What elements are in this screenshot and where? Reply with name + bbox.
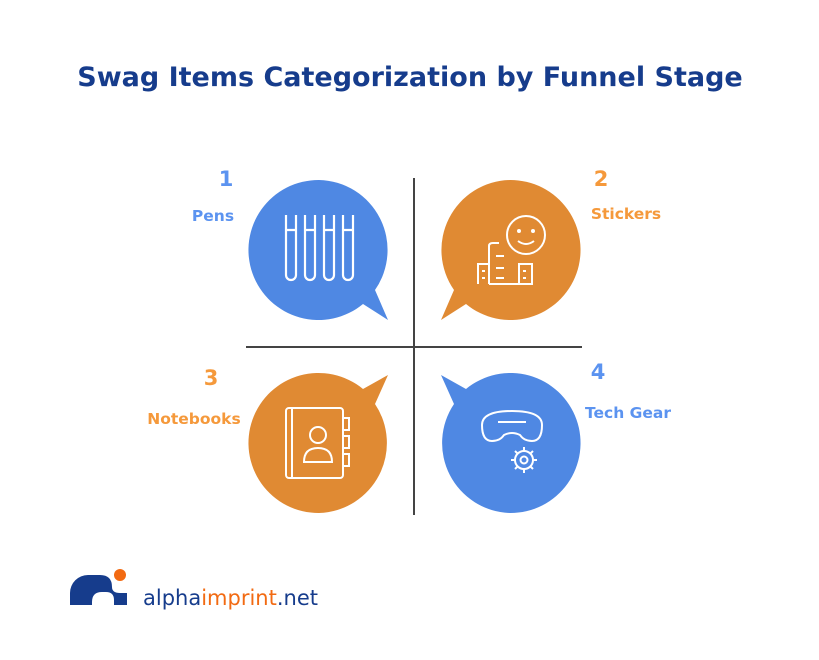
logo-text: alphaimprint.net [143, 586, 318, 610]
diagram-title: Swag Items Categorization by Funnel Stag… [77, 62, 742, 93]
quadrant-label: Notebooks [147, 410, 240, 428]
speech-bubble [441, 179, 581, 320]
pens-icon [284, 215, 355, 282]
alphaimprint-logo: alphaimprint.net [70, 569, 318, 610]
quadrant-label: Stickers [591, 205, 661, 223]
quadrant-label: Tech Gear [585, 404, 671, 422]
speech-bubble [248, 179, 388, 320]
speech-bubble [441, 373, 581, 514]
quadrant-number: 1 [219, 167, 234, 191]
address-book-icon [285, 407, 350, 479]
quadrant-notebooks: 3 Notebooks [147, 366, 388, 514]
vr-headset-gear-icon [480, 409, 544, 473]
logo-mark [70, 575, 127, 605]
quadrant-label: Pens [192, 207, 234, 225]
logo-dot [114, 569, 126, 581]
quadrant-pens: 1 Pens [192, 167, 388, 320]
quadrant-tech-gear: 4 Tech Gear [441, 360, 671, 514]
sticker-smiley-icon [477, 215, 546, 285]
quadrant-number: 2 [594, 167, 609, 191]
quadrant-number: 4 [591, 360, 606, 384]
quadrant-stickers: 2 Stickers [441, 167, 661, 320]
quadrant-number: 3 [204, 366, 219, 390]
